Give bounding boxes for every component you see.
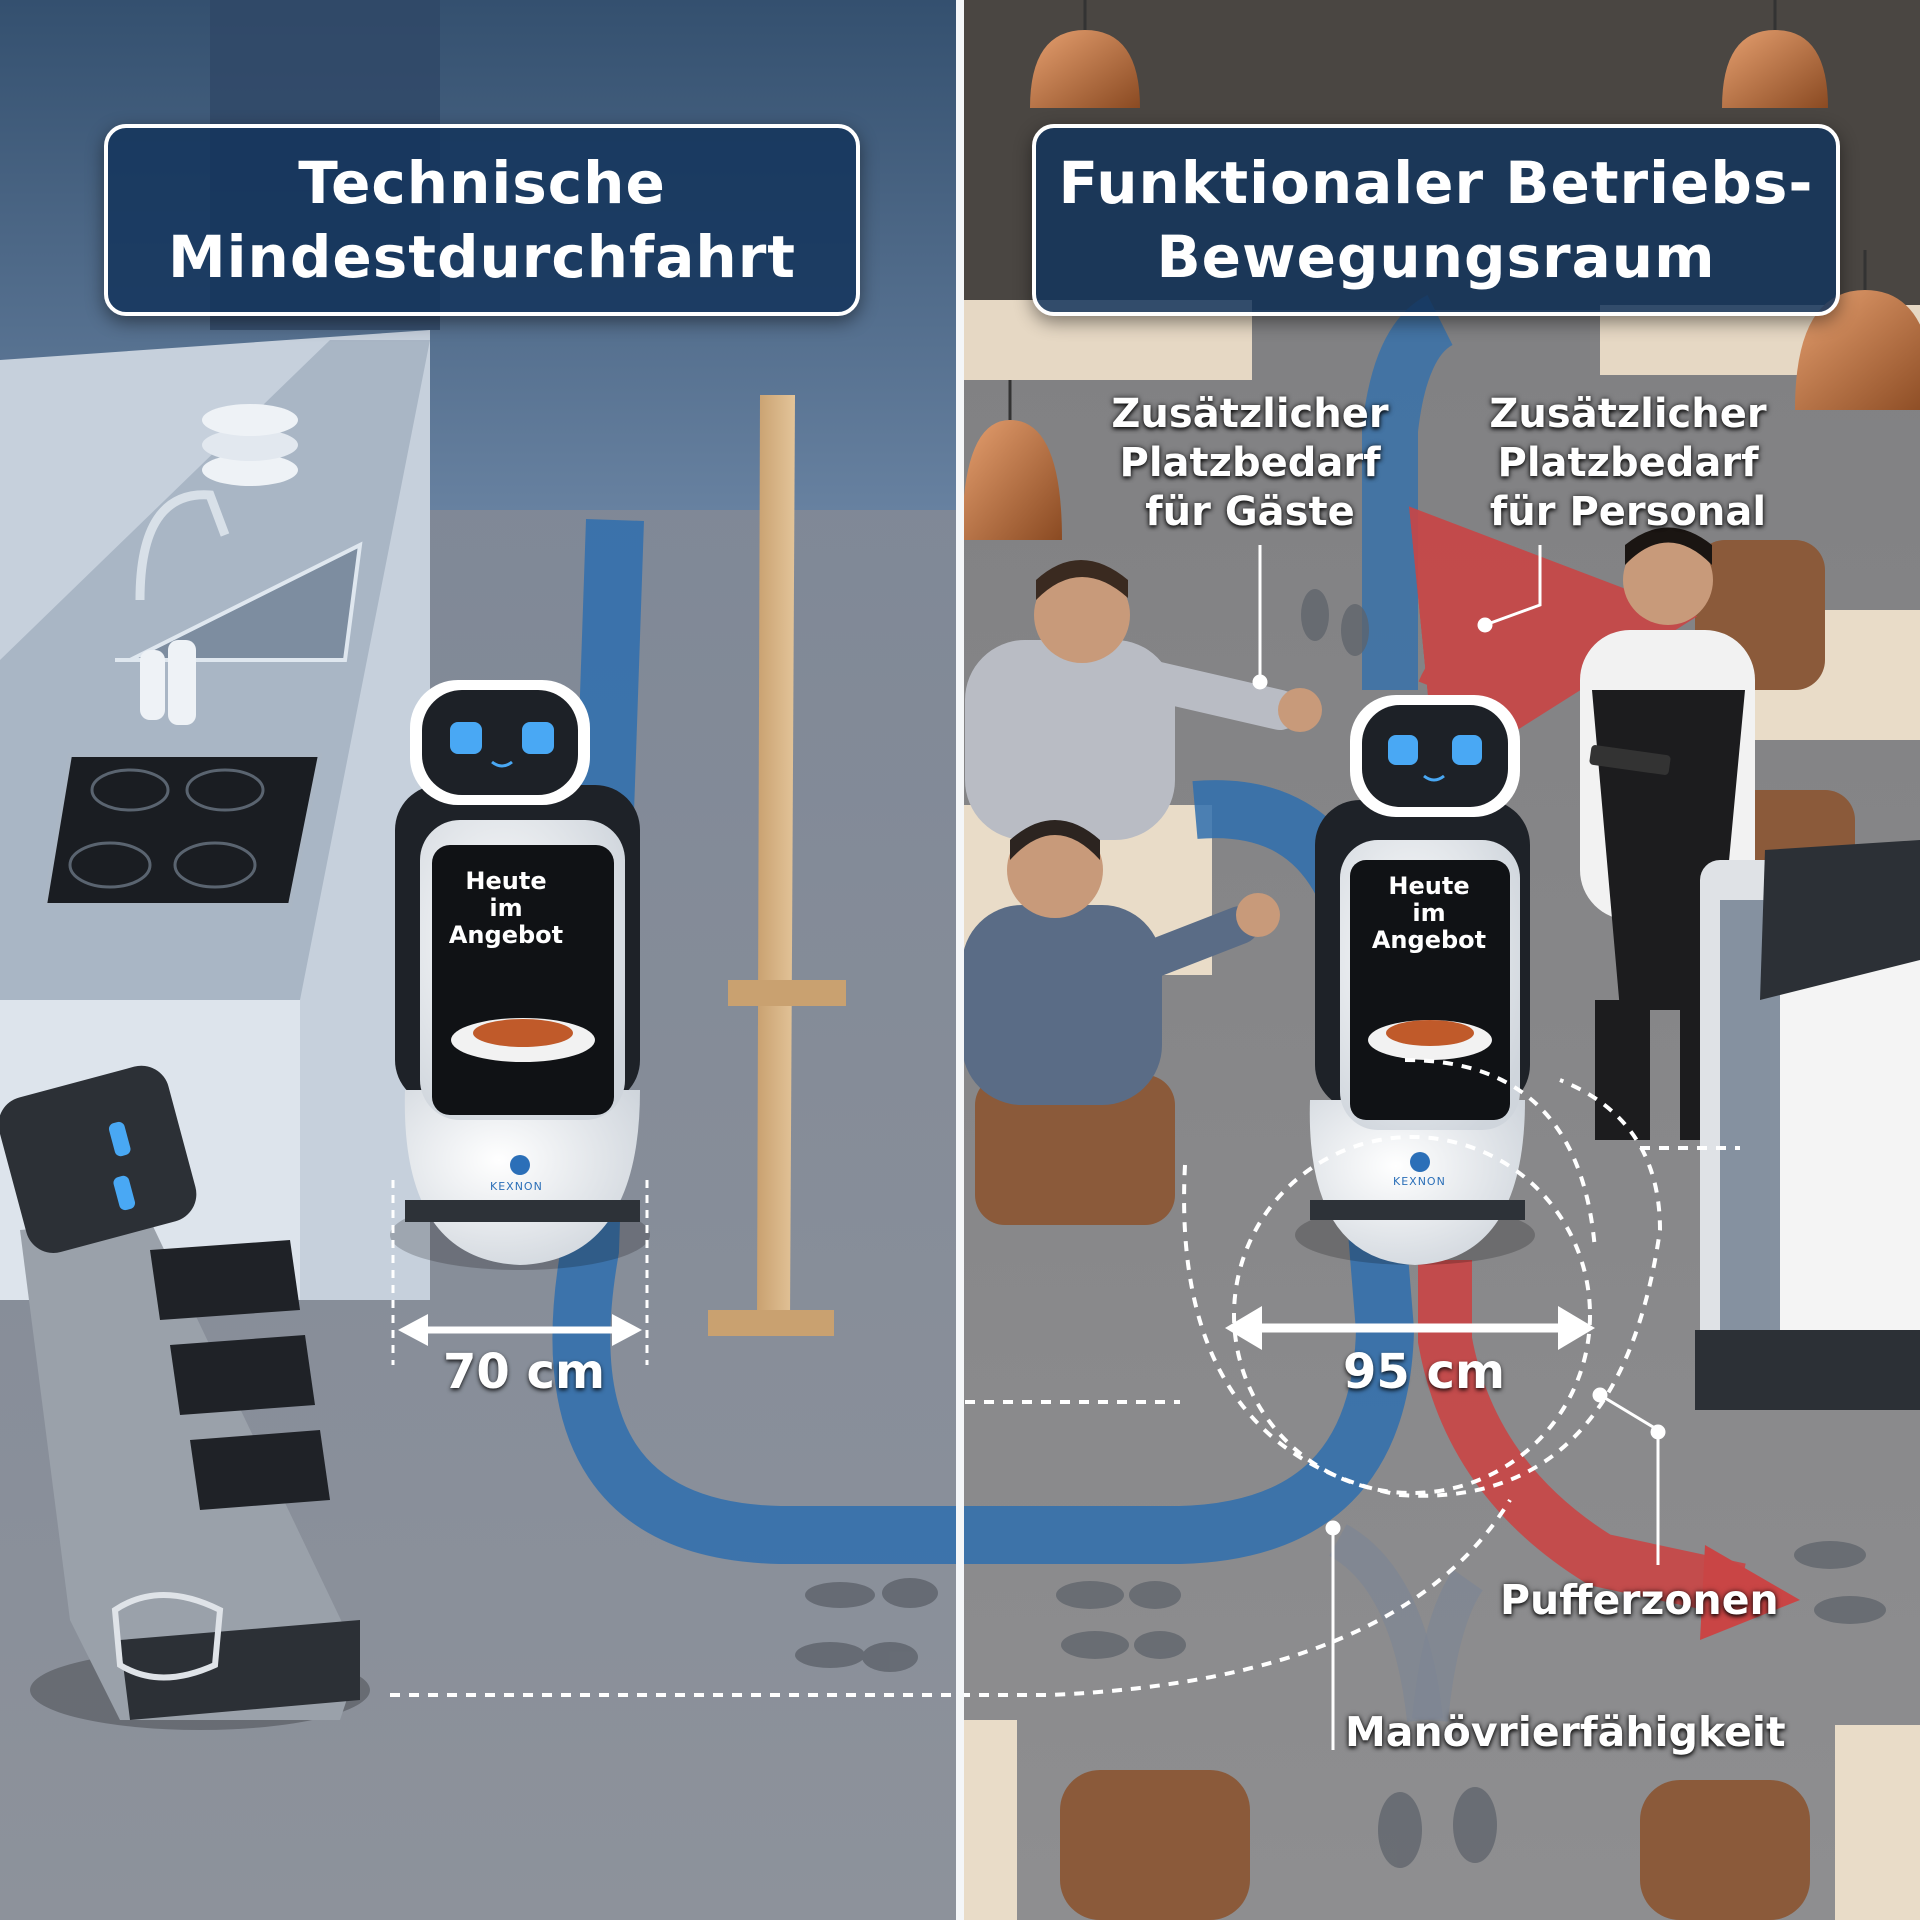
- path-blue-left: [552, 519, 960, 1564]
- measurement-70cm: [391, 1180, 649, 1365]
- title-right-line-2: Bewegungsraum: [1156, 223, 1716, 291]
- path-blue-right: [960, 780, 1415, 1564]
- robot-screen-text-right: Heute im Angebot: [1362, 873, 1496, 954]
- footprints-icon-left: [795, 1578, 938, 1672]
- annotation-guest-space: Zusätzlicher Platzbedarf für Gäste: [1090, 390, 1410, 537]
- path-blue-top-right: [1362, 294, 1455, 690]
- screen-right-line-1: Heute: [1388, 872, 1470, 900]
- staff-line-3: für Personal: [1489, 489, 1767, 535]
- title-functional-movement-space: Funktionaler Betriebs- Bewegungsraum: [1032, 124, 1840, 316]
- screen-left-line-1: Heute: [465, 867, 547, 895]
- staff-line-1: Zusätzlicher: [1489, 391, 1767, 437]
- measurement-label-right: 95 cm: [1343, 1344, 1505, 1400]
- screen-right-line-3: Angebot: [1371, 926, 1487, 954]
- service-robot-right: [1295, 695, 1535, 1265]
- measurement-95cm: [1225, 1306, 1595, 1350]
- kitchen-sink-icon: [115, 490, 363, 725]
- screen-left-line-2: im: [489, 894, 523, 922]
- service-robot-left: [390, 680, 650, 1270]
- buffer-zone-outlines: [390, 1058, 1740, 1697]
- guests-line-1: Zusätzlicher: [1111, 391, 1389, 437]
- title-left-line-2: Mindestdurchfahrt: [167, 223, 797, 291]
- screen-right-line-2: im: [1412, 899, 1446, 927]
- robot-brand-left: KEXNON: [490, 1180, 543, 1193]
- title-right-line-1: Funktionaler Betriebs-: [1058, 149, 1814, 217]
- pendant-lamp-icon: [962, 0, 1920, 540]
- table-left-bottom: [962, 1720, 1017, 1920]
- arrow-head-red: [1700, 1545, 1800, 1640]
- guests-line-3: für Gäste: [1145, 489, 1355, 535]
- footprints-icon-right: [1056, 589, 1886, 1868]
- annotation-buffer-zones: Pufferzonen: [1500, 1576, 1779, 1624]
- double-arrow-icon: [398, 1314, 428, 1346]
- delivery-robot-left: [0, 1065, 370, 1730]
- double-arrow-icon: [1225, 1306, 1262, 1350]
- annotation-staff-space: Zusätzlicher Platzbedarf für Personal: [1468, 390, 1788, 537]
- staff-line-2: Platzbedarf: [1497, 440, 1759, 486]
- robot-screen-text-left: Heute im Angebot: [436, 868, 576, 949]
- wooden-partition: [708, 395, 846, 1336]
- path-red-bottom: [1418, 1260, 1746, 1617]
- cooktop-icon: [42, 753, 323, 907]
- table-right-bottom: [1835, 1725, 1920, 1920]
- panel-divider: [956, 0, 964, 1920]
- guest-person-upper: [965, 560, 1322, 840]
- title-technical-minimum-passage: Technische Mindestdurchfahrt: [104, 124, 860, 316]
- guests-line-2: Platzbedarf: [1119, 440, 1381, 486]
- annotation-leader-lines: [1252, 545, 1666, 1750]
- delivery-robot-right: [1695, 840, 1920, 1410]
- annotation-maneuverability: Manövrierfähigkeit: [1345, 1708, 1786, 1756]
- screen-left-line-3: Angebot: [448, 921, 564, 949]
- robot-brand-right: KEXNON: [1393, 1175, 1446, 1188]
- title-left-line-1: Technische: [298, 149, 666, 217]
- measurement-label-left: 70 cm: [443, 1344, 605, 1400]
- plate-stack: [202, 404, 298, 486]
- path-red-top: [1408, 506, 1698, 782]
- guest-person-lower: [962, 820, 1280, 1105]
